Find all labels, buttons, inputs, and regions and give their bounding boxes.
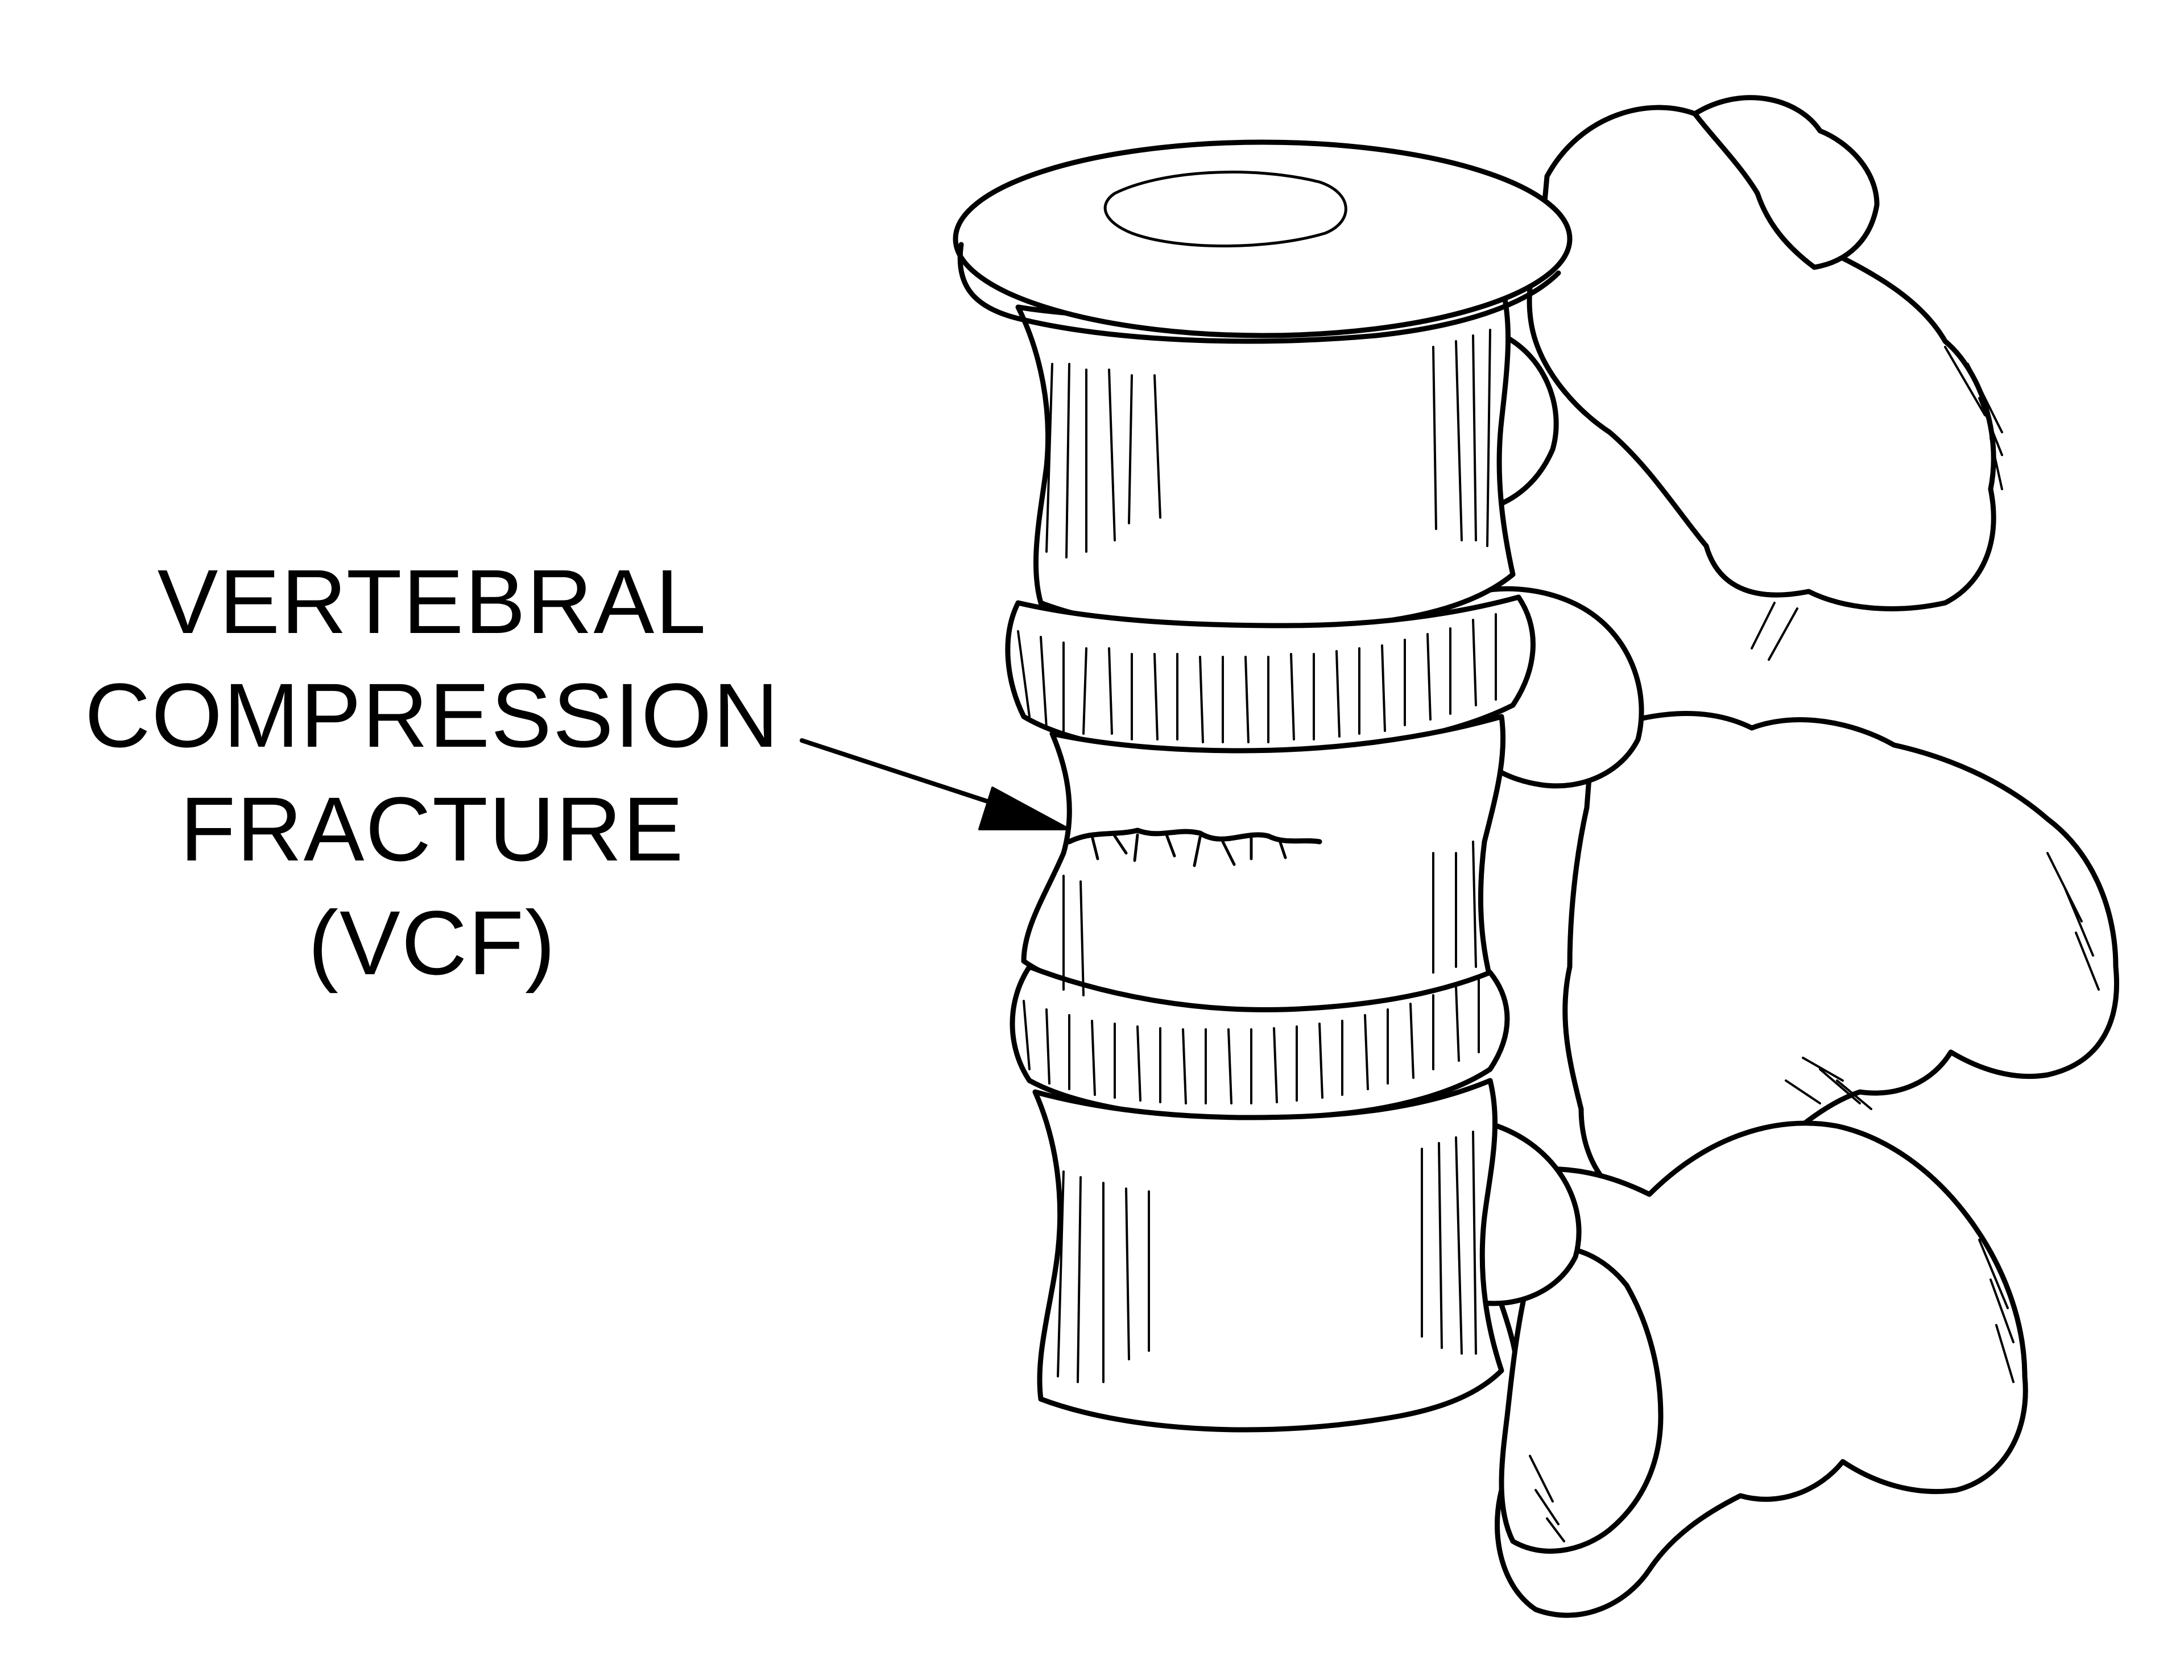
upper-endplate <box>953 139 1573 338</box>
fracture-pointer-arrow <box>800 738 1070 830</box>
endplate-rim <box>957 242 1561 344</box>
fractured-vertebral-body <box>1021 714 1506 1016</box>
label-line-3: FRACTURE <box>180 778 685 880</box>
fracture-cracks <box>1090 831 1287 867</box>
body-hatching <box>1017 329 1497 1383</box>
vertebral-column <box>953 139 1573 1433</box>
label-line-2: COMPRESSION <box>84 664 780 766</box>
label-line-1: VERTEBRAL <box>157 551 708 652</box>
upper-intervertebral-disc <box>1005 594 1536 758</box>
posterior-hatching <box>1529 346 2100 1542</box>
label-line-4: (VCF) <box>308 892 557 994</box>
lower-vertebral-body <box>1032 1078 1504 1433</box>
lower-spinous-process <box>1499 1245 1664 1554</box>
upper-spinous-process <box>1692 95 1880 270</box>
arrowhead <box>978 787 1070 830</box>
endplate-inner-ring <box>1103 171 1347 247</box>
lower-intervertebral-disc <box>1010 964 1510 1122</box>
middle-transverse-process <box>1562 711 2119 1212</box>
